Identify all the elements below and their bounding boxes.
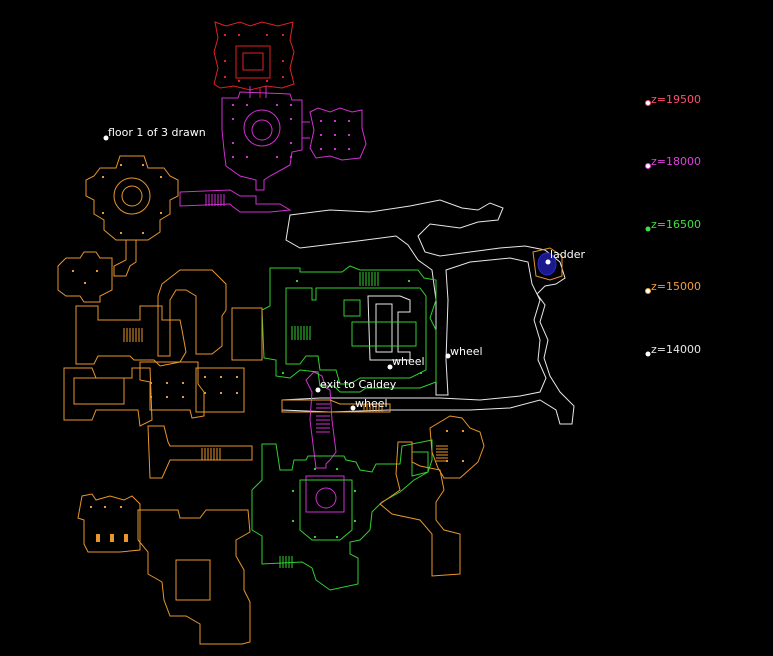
legend-label: z=19500: [651, 93, 701, 106]
legend-item: z=16500: [645, 218, 701, 232]
legend-item: z=18000: [645, 155, 701, 169]
red-pillars: [224, 34, 284, 82]
orange-stairs: [123, 328, 448, 462]
red-shrine: [213, 21, 295, 98]
wheel-label: wheel: [355, 397, 388, 410]
legend-label: z=14000: [651, 343, 701, 356]
wheel-label: wheel: [392, 355, 425, 368]
legend-item: z=19500: [645, 93, 701, 106]
legend-item: z=15000: [645, 280, 701, 294]
marker-wheel[interactable]: wheel: [387, 355, 425, 370]
legend-label: z=15000: [651, 280, 701, 293]
orange-level: [57, 155, 563, 645]
wheel-label: wheel: [450, 345, 483, 358]
magenta-pillars: [232, 104, 350, 158]
info-marker: floor 1 of 3 drawn: [103, 126, 206, 141]
magenta-level: [179, 86, 367, 513]
marker-ladder[interactable]: ladder: [545, 248, 586, 265]
marker-wheel[interactable]: wheel: [445, 345, 483, 359]
legend-label: z=16500: [651, 218, 701, 231]
magenta-stairs: [205, 194, 330, 433]
marker-exit[interactable]: exit to Caldey: [315, 378, 397, 393]
ladder-label: ladder: [550, 248, 586, 261]
marker-wheel[interactable]: wheel: [350, 397, 388, 411]
z-legend: z=19500 z=18000 z=16500 z=15000 z=14000: [645, 93, 701, 357]
floor-info-label: floor 1 of 3 drawn: [108, 126, 206, 139]
legend-label: z=18000: [651, 155, 701, 168]
green-stairs: [279, 272, 379, 568]
orange-pillars: [72, 164, 464, 542]
cavern-outline: [281, 199, 575, 425]
legend-item: z=14000: [645, 343, 701, 357]
exit-label: exit to Caldey: [320, 378, 397, 391]
green-pillars: [282, 280, 422, 538]
green-level: [251, 265, 437, 591]
